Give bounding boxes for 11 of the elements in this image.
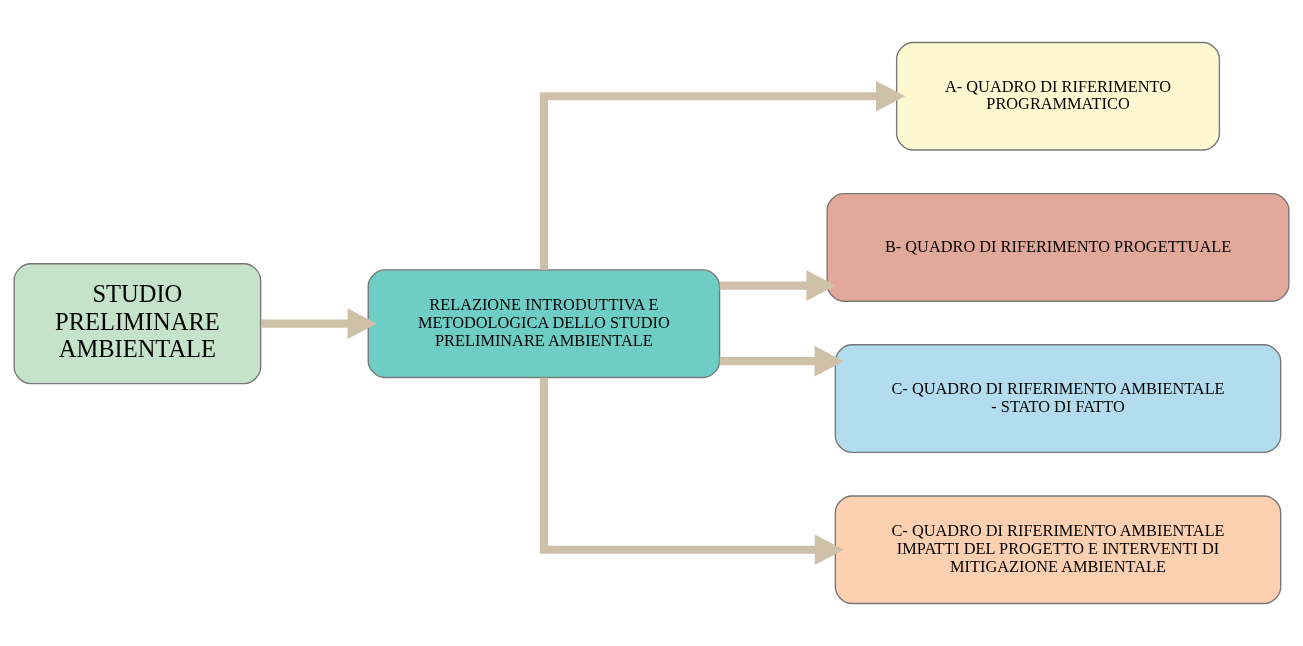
arrow (539, 377, 844, 566)
node-box: STUDIO PRELIMINARE AMBIENTALE (13, 263, 262, 385)
arrow (719, 270, 836, 301)
arrow (539, 80, 906, 270)
node-box: RELAZIONE INTRODUTTIVA E METODOLOGICA DELLO STUDIO PRELIMINARE AMBIENTALE (367, 269, 721, 379)
node-box: C- QUADRO DI RIFERIMENTO AMBIENTALE - STATO DI FATTO (834, 344, 1282, 454)
arrow (261, 308, 377, 339)
node-box: C- QUADRO DI RIFERIMENTO AMBIENTALE IMPATTI DEL PROGETTO E INTERVENTI DI MITIGAZIONE AMBIENTALE (834, 495, 1282, 605)
arrow (719, 345, 844, 377)
node-box: A- QUADRO DI RIFERIMENTO PROGRAMMATICO (895, 41, 1221, 151)
node-box: B- QUADRO DI RIFERIMENTO PROGETTUALE (826, 192, 1290, 302)
